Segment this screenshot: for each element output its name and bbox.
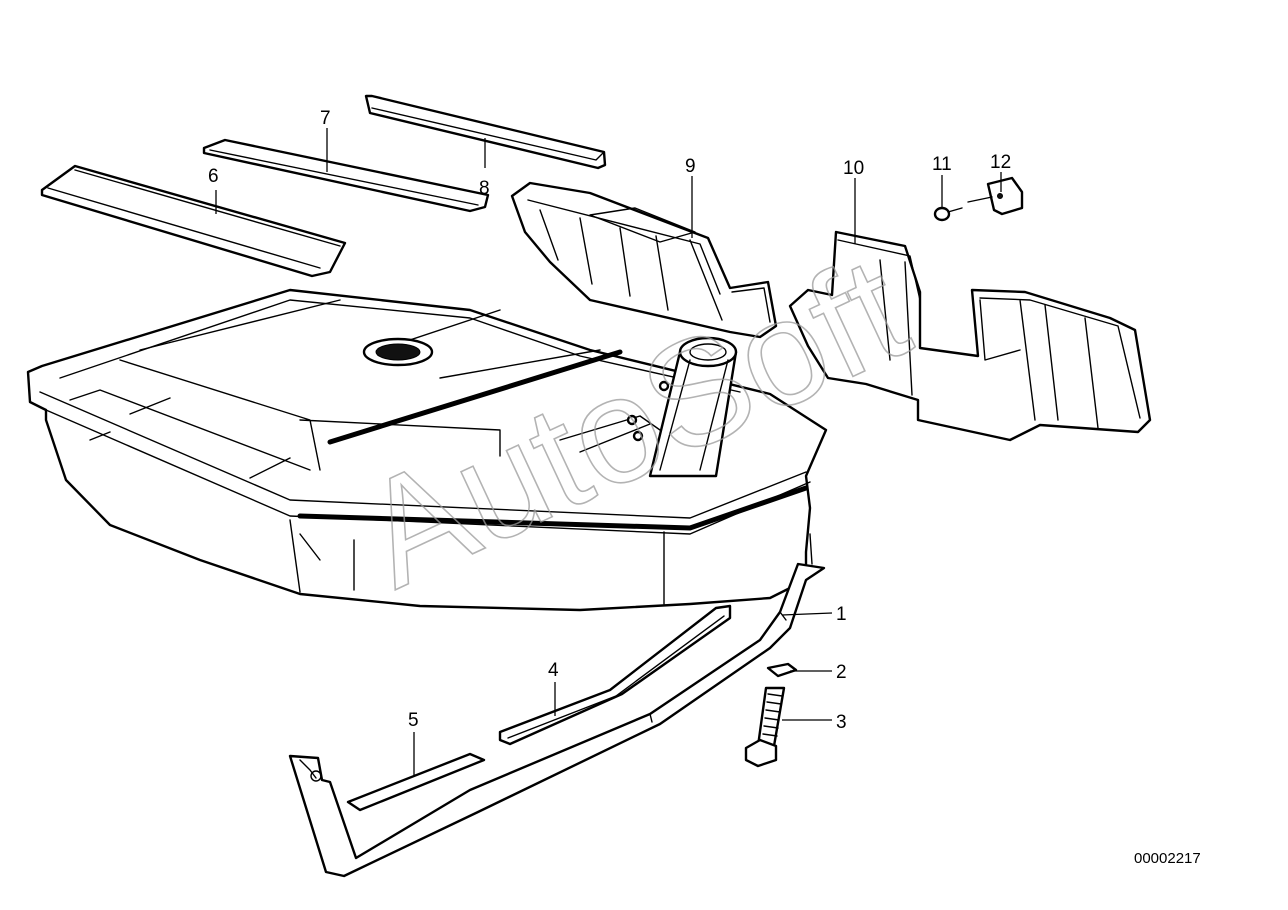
part-2-washer [766, 662, 798, 678]
callouts: 6 7 8 9 10 11 12 1 2 3 4 5 [208, 108, 1011, 733]
callout-10: 10 [843, 158, 864, 179]
part-12-clip-nut [967, 176, 1024, 216]
part-4-strip [498, 604, 732, 746]
part-3-bolt [744, 686, 786, 768]
leader-lines [215, 128, 1002, 776]
callout-11: 11 [932, 154, 952, 175]
callout-2: 2 [836, 662, 847, 683]
callout-1: 1 [836, 604, 847, 625]
callout-6: 6 [208, 166, 219, 187]
callout-5: 5 [408, 710, 419, 731]
part-1-strap [288, 533, 826, 878]
callout-3: 3 [836, 712, 847, 733]
callout-4: 4 [548, 660, 559, 681]
part-9-heat-shield [510, 181, 778, 339]
callout-9: 9 [685, 156, 696, 177]
callout-8: 8 [479, 178, 490, 199]
part-8-strip [364, 94, 607, 170]
fuel-tank [26, 288, 828, 612]
part-10-heat-shield [788, 230, 1152, 442]
part-6-strip [40, 164, 347, 278]
drawing-number: 00002217 [1134, 850, 1201, 867]
callout-12: 12 [990, 152, 1011, 173]
part-5-strip [346, 752, 486, 812]
part-11-bolt [933, 206, 963, 222]
part-7-strip [202, 138, 490, 213]
callout-7: 7 [320, 108, 331, 129]
